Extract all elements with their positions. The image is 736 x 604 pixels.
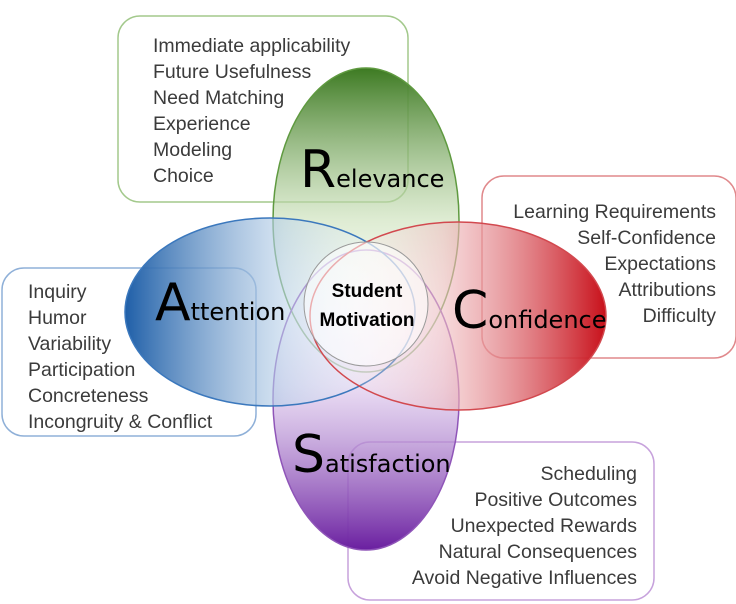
list-item: Variability xyxy=(28,333,111,355)
list-item: Need Matching xyxy=(153,87,284,109)
list-item: Expectations xyxy=(604,253,716,275)
list-item: Future Usefulness xyxy=(153,61,311,83)
confidence-label: Confidence xyxy=(452,281,607,341)
list-item: Participation xyxy=(28,359,135,381)
relevance-list: Immediate applicability Future Usefulnes… xyxy=(153,35,351,187)
center-circle xyxy=(303,241,429,367)
confidence-initial: C xyxy=(452,281,488,341)
relevance-rest: elevance xyxy=(336,165,444,193)
list-item: Self-Confidence xyxy=(577,227,716,249)
relevance-initial: R xyxy=(300,140,336,200)
list-item: Incongruity & Conflict xyxy=(28,411,213,433)
satisfaction-initial: S xyxy=(292,425,325,485)
list-item: Unexpected Rewards xyxy=(451,515,638,537)
list-item: Avoid Negative Influences xyxy=(412,567,637,589)
list-item: Experience xyxy=(153,113,251,135)
list-item: Choice xyxy=(153,165,214,187)
list-item: Positive Outcomes xyxy=(474,489,637,511)
list-item: Inquiry xyxy=(28,281,87,303)
satisfaction-label: Satisfaction xyxy=(292,425,451,485)
list-item: Immediate applicability xyxy=(153,35,351,57)
list-item: Attributions xyxy=(618,279,716,301)
center-line-2: Motivation xyxy=(320,310,415,331)
center-line-1: Student xyxy=(332,281,403,302)
list-item: Learning Requirements xyxy=(513,201,716,223)
satisfaction-rest: atisfaction xyxy=(325,450,451,478)
attention-label: Attention xyxy=(155,273,285,333)
satisfaction-list: Scheduling Positive Outcomes Unexpected … xyxy=(412,463,637,589)
list-item: Modeling xyxy=(153,139,232,161)
attention-rest: ttention xyxy=(191,298,286,326)
list-item: Humor xyxy=(28,307,87,329)
relevance-label: Relevance xyxy=(300,140,444,200)
list-item: Difficulty xyxy=(643,305,717,327)
list-item: Concreteness xyxy=(28,385,149,407)
list-item: Natural Consequences xyxy=(439,541,638,563)
attention-initial: A xyxy=(155,273,191,333)
confidence-list: Learning Requirements Self-Confidence Ex… xyxy=(513,201,716,327)
attention-list: Inquiry Humor Variability Participation … xyxy=(28,281,213,433)
confidence-rest: onfidence xyxy=(488,306,606,334)
list-item: Scheduling xyxy=(541,463,638,485)
